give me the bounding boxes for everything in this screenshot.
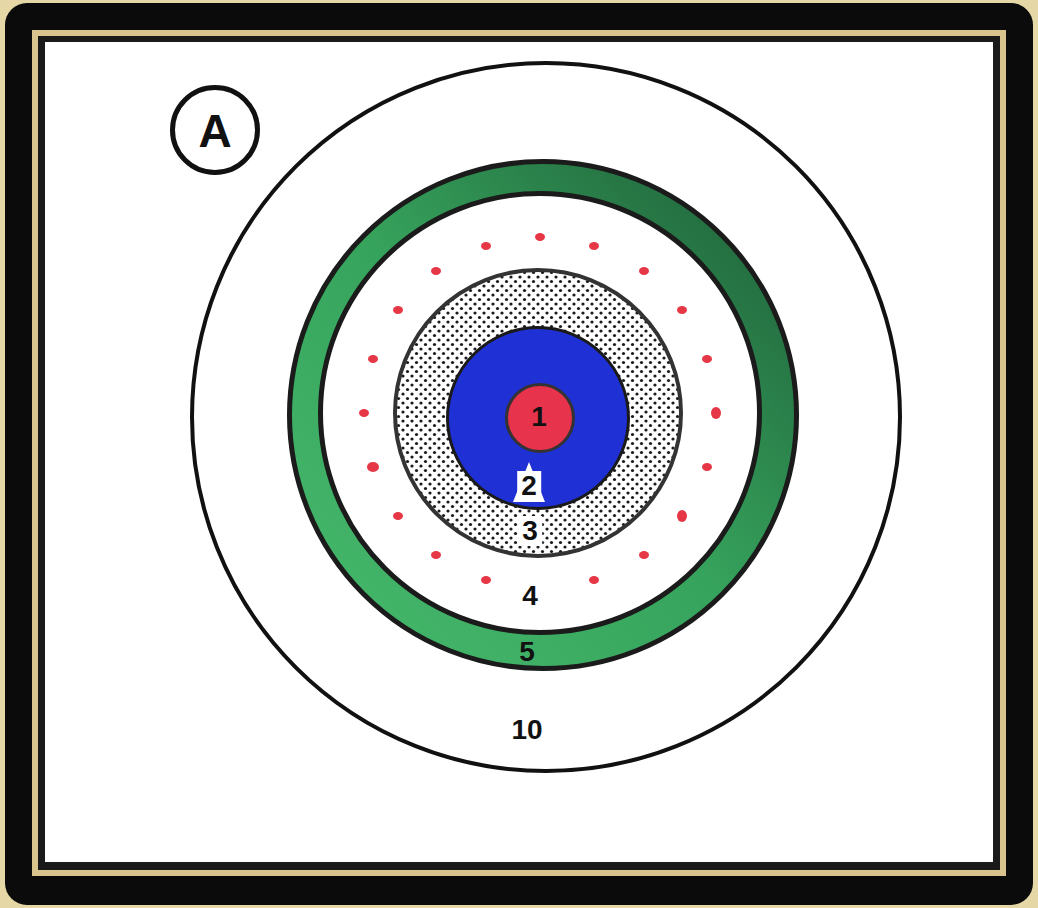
ring-number: 10	[511, 716, 542, 744]
white-notch	[513, 462, 545, 502]
outer-ring-edge	[192, 63, 900, 771]
inner-frame-line	[38, 36, 1000, 870]
red-dot	[639, 551, 649, 559]
figure-letter: A	[198, 108, 231, 154]
gold-inner-frame	[32, 30, 1006, 876]
ring-number: 4	[522, 582, 538, 610]
red-dot	[481, 576, 491, 584]
red-dot	[589, 242, 599, 250]
outer-ring: 1054321	[190, 61, 902, 773]
white-band-fill	[320, 193, 760, 633]
red-dot	[535, 233, 545, 241]
red-dot	[677, 306, 687, 314]
red-dot-ring	[359, 233, 721, 584]
blue-ring-edge	[448, 328, 629, 509]
red-dot	[711, 407, 721, 419]
red-bullseye: 1	[505, 383, 575, 453]
green-ring: 54321	[287, 159, 799, 671]
red-dot	[702, 463, 712, 471]
red-dot	[589, 576, 599, 584]
outer-ring-fill	[192, 63, 900, 771]
ring-number: 1	[531, 403, 547, 431]
stipple-band-fill	[395, 270, 681, 556]
white-panel	[45, 42, 993, 862]
red-dot	[431, 267, 441, 275]
green-ring-edge	[290, 162, 797, 669]
red-bullseye-edge	[507, 385, 574, 452]
red-dot	[431, 551, 441, 559]
red-bullseye-fill	[506, 384, 574, 452]
blue-disc-fill	[447, 327, 629, 509]
red-dot	[393, 306, 403, 314]
red-dot	[677, 510, 687, 522]
red-dot	[359, 409, 369, 417]
green-band-fill	[289, 161, 797, 669]
ring-number: 2	[517, 471, 541, 501]
red-dot	[639, 267, 649, 275]
red-dot	[368, 355, 378, 363]
ring-number: 5	[519, 638, 535, 666]
red-dot	[702, 355, 712, 363]
red-dot	[393, 512, 403, 520]
dotted-red-ring-edge	[321, 194, 760, 633]
dotted-red-ring: 4321	[318, 191, 762, 635]
blue-ring: 21	[446, 326, 630, 510]
letter-circle-edge	[173, 88, 258, 173]
letter-circle: A	[170, 85, 260, 175]
red-dot	[367, 462, 379, 472]
black-frame	[5, 3, 1033, 905]
ring-number: 3	[518, 516, 542, 546]
stipple-ring: 321	[393, 268, 683, 558]
stipple-ring-edge	[395, 270, 681, 556]
red-dot	[481, 242, 491, 250]
